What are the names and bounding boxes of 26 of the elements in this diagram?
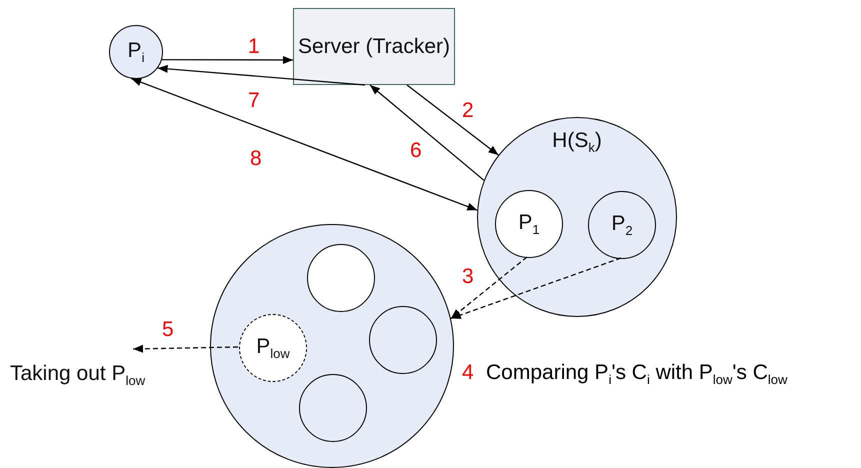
step-number: 3	[462, 266, 474, 287]
arrow	[132, 344, 238, 353]
arrow	[450, 257, 622, 320]
double-arrow	[131, 78, 478, 211]
node-label: P$_{2}$	[611, 211, 633, 239]
peer-circle	[109, 25, 163, 79]
caption-text: Taking out P$_{low}$	[10, 361, 146, 389]
step-number: 4	[462, 360, 474, 386]
step-number: 8	[250, 148, 262, 169]
arrow	[370, 84, 484, 181]
node-label: H(S$_{k}$)	[552, 128, 602, 156]
server-label: Server (Tracker)	[298, 34, 450, 60]
node-label: P$_{i}$	[128, 38, 144, 66]
step-number: 5	[162, 319, 174, 340]
step-number: 2	[462, 100, 474, 121]
node-label: P$_{1}$	[518, 210, 540, 238]
node-label: P$_{low}$	[256, 334, 290, 362]
arrow	[450, 256, 528, 319]
server-box	[293, 8, 455, 85]
caption-text: Comparing P$_{i}$'s C$_{i}$ with P$_{low}$'s C$_{low}$	[486, 360, 788, 388]
arrow	[406, 84, 499, 156]
arrow	[158, 64, 366, 86]
arrow	[162, 56, 293, 64]
step-number: 1	[248, 36, 260, 57]
step-number: 7	[248, 90, 260, 111]
step-number: 6	[410, 140, 422, 161]
